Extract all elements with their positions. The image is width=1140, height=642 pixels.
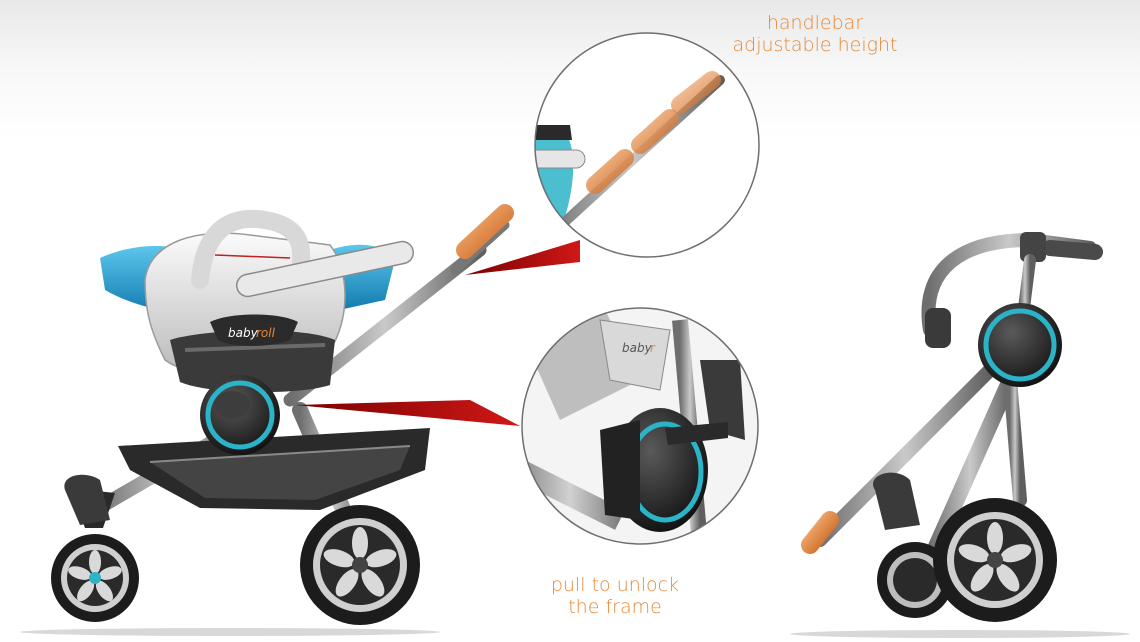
folded-handle-grip [801,511,839,554]
unlock-detail-zoom: baby r [521,307,759,545]
pointer-handlebar [465,240,580,275]
main-stroller: baby roll [20,204,514,636]
car-seat: baby roll [100,209,415,393]
handlebar-callout-line2: adjustable height [732,34,898,56]
unlock-callout-line2: the frame [568,596,662,618]
unlock-callout-line1: pull to unlock [550,574,680,596]
folded-stroller [790,232,1130,638]
folded-rear-wheel [933,498,1057,622]
handlebar-detail-zoom [534,32,760,258]
detail-badge-prefix: baby [622,341,653,355]
brand-badge: baby roll [210,314,298,346]
detail-badge-suffix: r [650,341,656,355]
rear-wheel [300,505,420,625]
handlebar-callout: handlebar adjustable height [690,12,940,56]
brand-badge-prefix: baby [228,326,259,340]
fold-hub [200,375,280,455]
pointer-unlock [295,400,520,426]
unlock-callout: pull to unlock the frame [530,574,700,618]
folded-hub [925,303,1062,387]
handle-grip [456,204,514,259]
handlebar-callout-line1: handlebar [766,12,864,34]
brand-badge-suffix: roll [256,326,276,340]
basket [118,428,430,510]
